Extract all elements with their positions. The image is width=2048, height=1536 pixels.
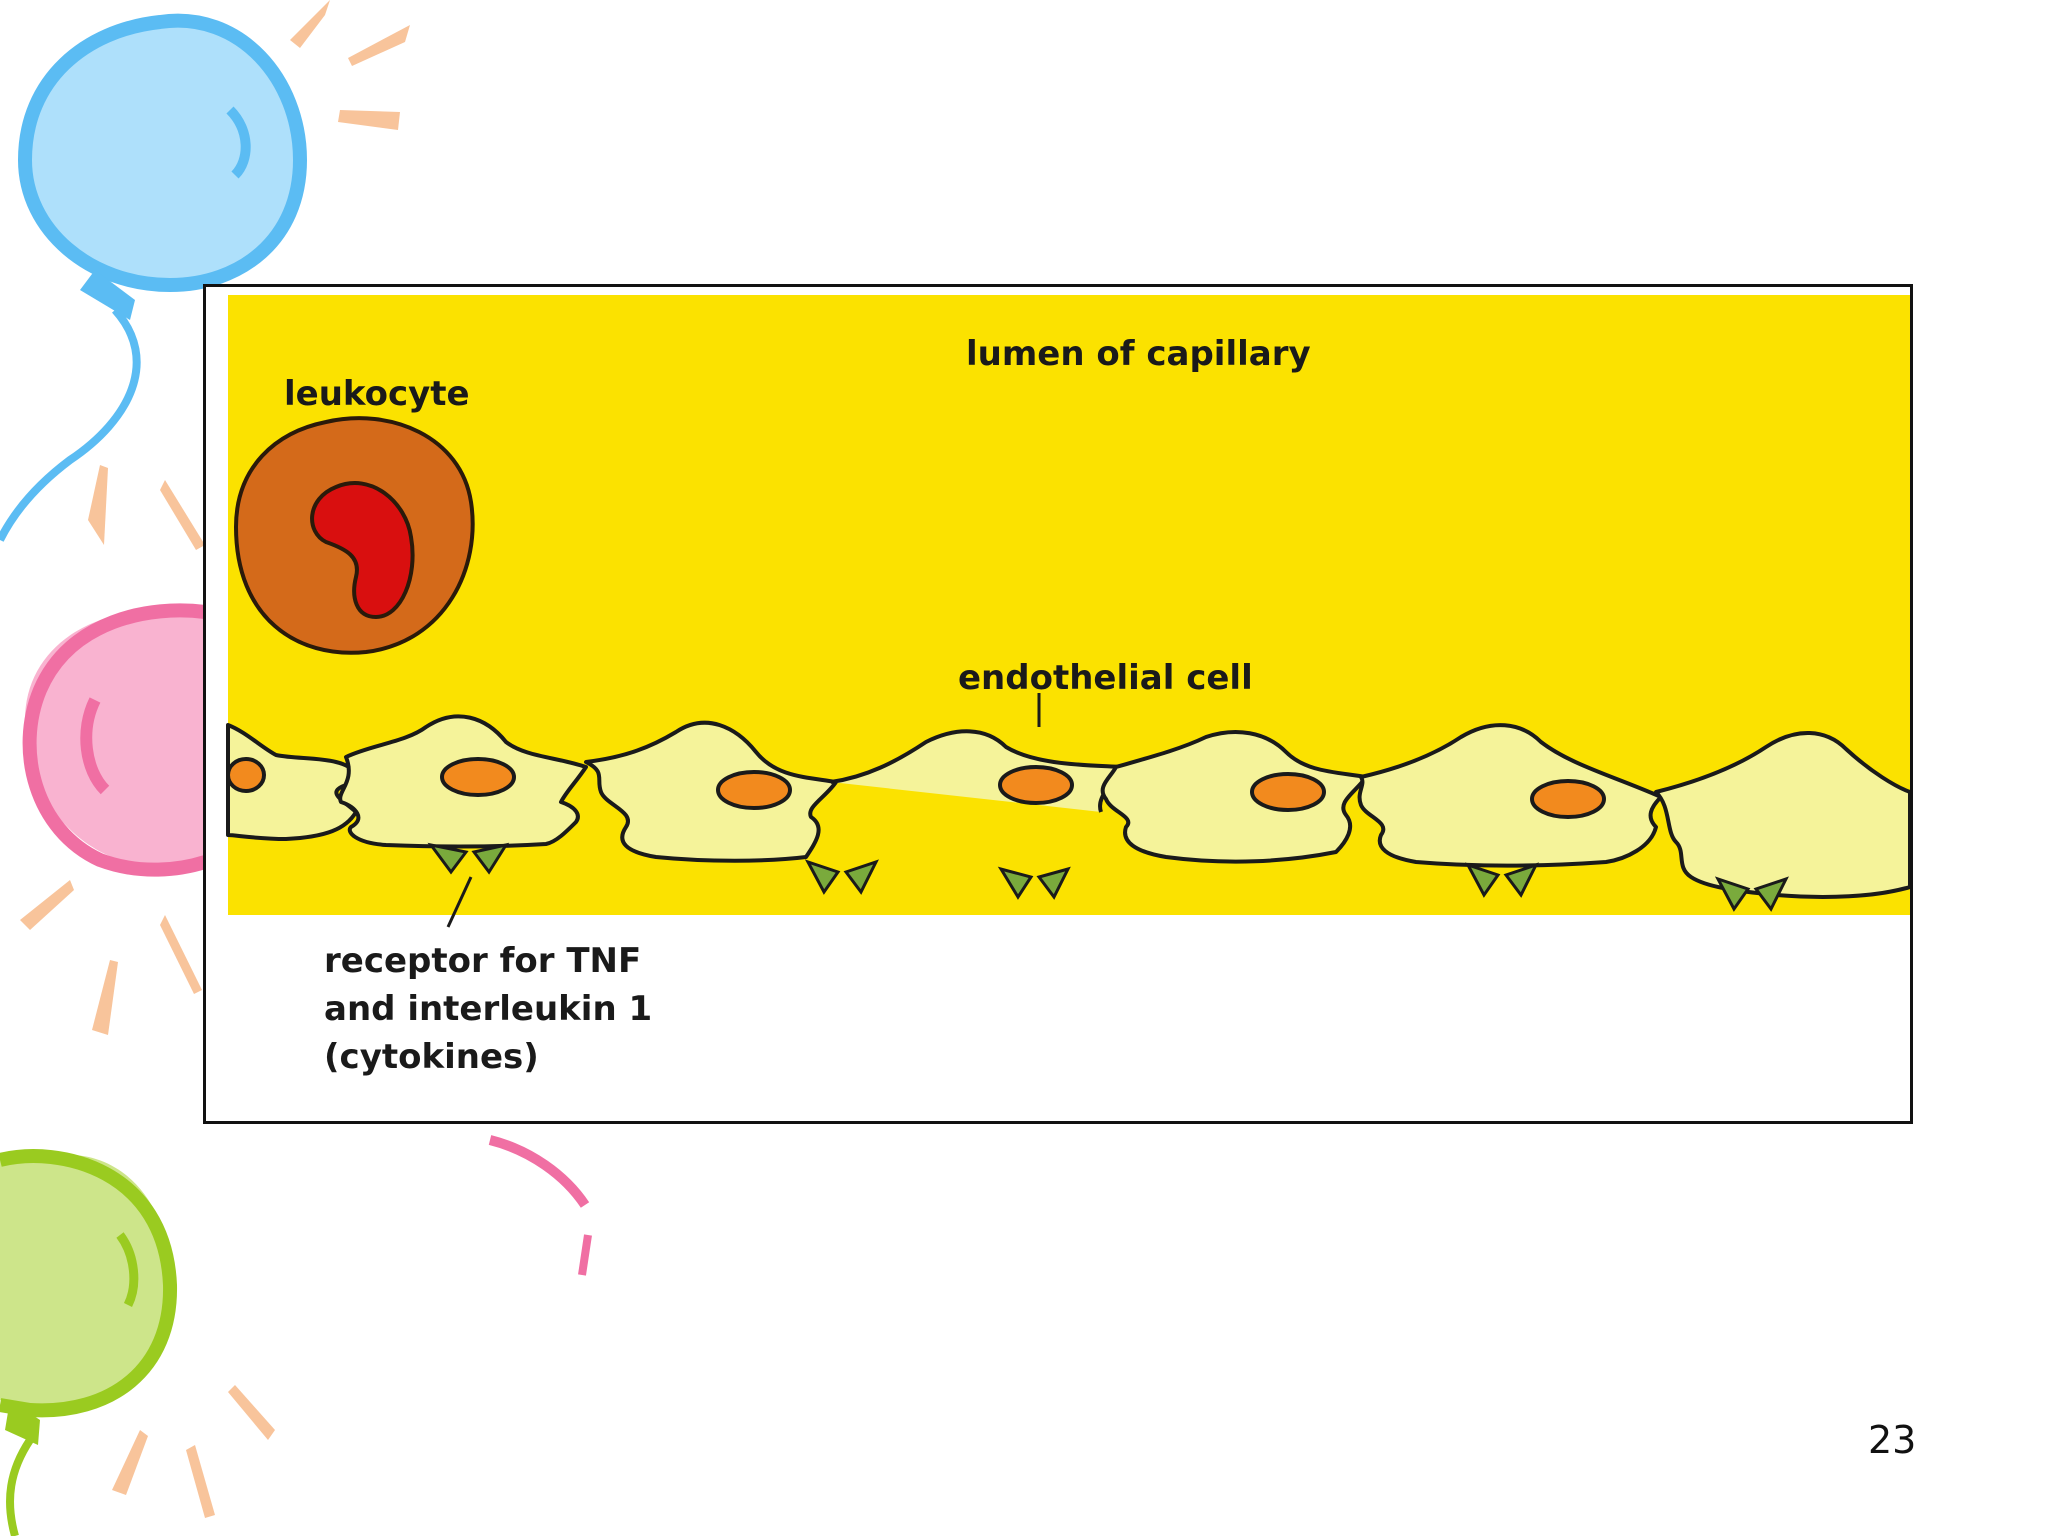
receptor-label-line-2: and interleukin 1 (324, 989, 653, 1029)
receptor-label-line-1: receptor for TNF (324, 941, 642, 981)
page-number: 23 (1868, 1418, 1917, 1462)
ray-decorations (20, 0, 410, 1518)
endothelial-nuclei (226, 757, 1606, 819)
blue-balloon-icon (0, 13, 308, 542)
capillary-diagram: lumen of capillary leukocyte endothelial… (203, 284, 1913, 1124)
receptor-label-line-3: (cytokines) (324, 1037, 539, 1077)
endothelial-cell-label: endothelial cell (958, 658, 1253, 698)
receptor-pointer-line (446, 876, 473, 928)
receptor-label: receptor for TNF and interleukin 1 (cyto… (324, 937, 744, 1081)
green-balloon-icon (0, 1149, 178, 1536)
cytokine-receptors (427, 842, 1789, 912)
lumen-label: lumen of capillary (966, 334, 1311, 374)
pink-balloon-icon (22, 603, 592, 1276)
leukocyte-label: leukocyte (284, 374, 470, 414)
capillary-illustration (206, 295, 1910, 1121)
leukocyte-cell (233, 416, 475, 655)
